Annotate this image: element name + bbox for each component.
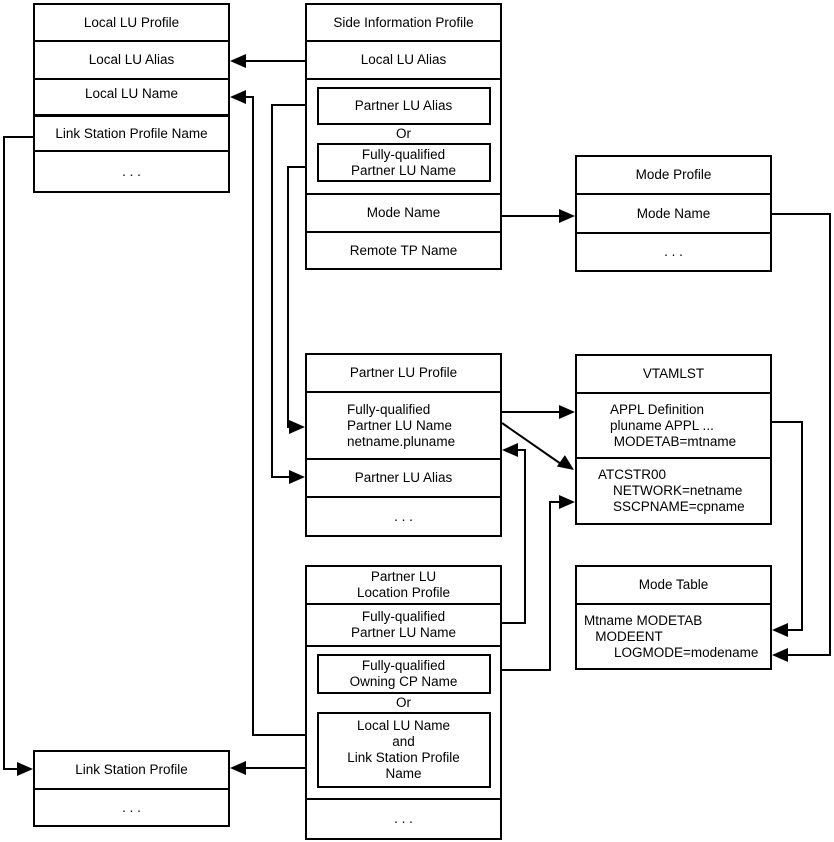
fully-qualified-partner-lu-name-field: Fully-qualified Partner LU Name	[316, 143, 491, 182]
mode-table-box: Mode Table Mtname MODETAB MODEENT LOGMOD…	[575, 565, 772, 670]
local-lu-alias-field: Local LU Alias	[35, 40, 228, 78]
connector-link-station-profile-name-to-link-station-profile	[3, 136, 33, 776]
owner-choice-section: Fully-qualified Owning CP Name Or Local …	[307, 645, 500, 798]
ellipsis-row: . . .	[35, 788, 228, 825]
vtamlst-title: VTAMLST	[642, 366, 705, 381]
fully-qualified-partner-lu-name-field: Fully-qualified Partner LU Name	[307, 603, 500, 645]
link-station-profile-name-field: Link Station Profile Name	[55, 125, 208, 141]
connector-plp-fq-plu-name-to-vtamlst-appl	[502, 405, 575, 419]
side-information-profile-box: Side Information Profile Local LU Alias …	[305, 3, 502, 270]
mode-name-field: Mode Name	[307, 193, 500, 231]
mode-table-title: Mode Table	[638, 577, 709, 592]
partner-lu-location-profile-title: Partner LU Location Profile	[356, 569, 451, 600]
local-lu-profile-title: Local LU Profile	[83, 14, 180, 30]
or-label: Or	[396, 126, 411, 141]
mode-name-field: Mode Name	[577, 193, 770, 232]
connector-plp-fq-plu-name-to-vtamlst-atcstr-diagonal	[501, 422, 574, 470]
fully-qualified-owning-cp-name-field: Fully-qualified Owning CP Name	[316, 654, 491, 694]
partner-lu-alias-field: Partner LU Alias	[307, 458, 500, 496]
connector-location-fq-plu-name-to-plp-fq-plu-name	[502, 443, 526, 624]
or-label: Or	[396, 695, 411, 710]
mode-profile-title: Mode Profile	[635, 167, 712, 182]
partner-lu-alias-field: Partner LU Alias	[316, 87, 491, 125]
side-information-profile-title: Side Information Profile	[333, 14, 474, 30]
mode-table-body: Mtname MODETAB MODEENT LOGMODE=modename	[577, 603, 770, 668]
ellipsis-row: . . .	[35, 150, 228, 191]
appl-definition-field: APPL Definition pluname APPL ... MODETAB…	[577, 392, 770, 457]
section-divider	[35, 108, 228, 117]
partner-lu-profile-box: Partner LU Profile Fully-qualified Partn…	[305, 353, 502, 537]
connector-location-local-lu-name-to-local-lu-name	[230, 90, 317, 736]
atcstr00-field: ATCSTR00 NETWORK=netname SSCPNAME=cpname	[577, 457, 770, 523]
connector-location-link-station-name-to-link-station-profile	[230, 761, 317, 775]
link-station-profile-title: Link Station Profile	[75, 762, 188, 777]
connector-si-local-lu-alias-to-local-lu-profile	[230, 54, 305, 68]
local-lu-alias-field: Local LU Alias	[307, 40, 500, 78]
fully-qualified-partner-lu-name-field: Fully-qualified Partner LU Name netname.…	[307, 391, 500, 458]
partner-lu-profile-title: Partner LU Profile	[349, 365, 458, 380]
vtamlst-box: VTAMLST APPL Definition pluname APPL ...…	[575, 354, 772, 525]
ellipsis-row: . . .	[307, 496, 500, 535]
connector-si-mode-name-to-mode-profile	[502, 209, 575, 223]
local-lu-name-field: Local LU Name	[35, 78, 228, 108]
remote-tp-name-field: Remote TP Name	[307, 231, 500, 268]
local-lu-name-and-link-station-field: Local LU Name and Link Station Profile N…	[316, 712, 491, 788]
partner-lu-location-profile-box: Partner LU Location Profile Fully-qualif…	[305, 565, 502, 840]
partner-choice-section: Partner LU Alias Or Fully-qualified Part…	[307, 78, 500, 193]
connector-vtamlst-appl-to-mode-table-modeent	[772, 421, 803, 637]
connector-location-owning-cp-to-vtamlst-atcstr	[491, 495, 575, 671]
ellipsis-row: . . .	[577, 232, 770, 270]
link-station-profile-box: Link Station Profile . . .	[33, 750, 230, 827]
connector-mode-profile-to-mode-table-logmode	[772, 213, 831, 662]
ellipsis-row: . . .	[307, 798, 500, 838]
mode-profile-box: Mode Profile Mode Name . . .	[575, 155, 772, 272]
local-lu-profile-box: Local LU Profile Local LU Alias Local LU…	[33, 3, 230, 193]
